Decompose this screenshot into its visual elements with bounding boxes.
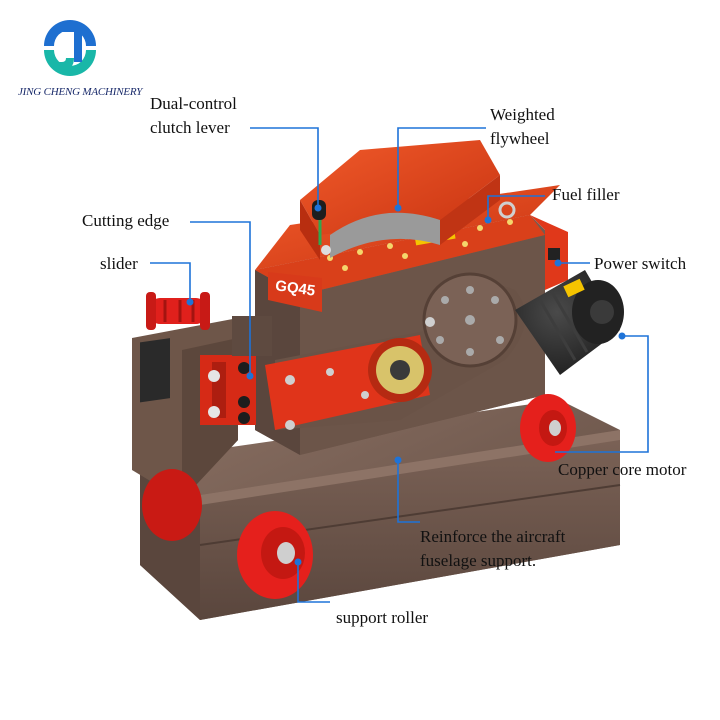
callout-fuselage-support: Reinforce the aircraft fuselage support. bbox=[420, 525, 565, 573]
jc-logo-icon bbox=[44, 20, 96, 76]
callout-flywheel-line2: flywheel bbox=[490, 129, 550, 148]
callout-clutch-lever-line2: clutch lever bbox=[150, 118, 230, 137]
cutting-edge-assembly bbox=[200, 316, 272, 425]
power-switch-box bbox=[530, 215, 568, 290]
callout-clutch-lever-line1: Dual-control bbox=[150, 94, 237, 113]
wheel-front-right bbox=[520, 394, 576, 462]
copper-core-motor bbox=[515, 270, 624, 375]
callout-fuselage-support-line2: fuselage support. bbox=[420, 551, 537, 570]
leader-lines bbox=[150, 127, 649, 603]
callout-fuel-filler: Fuel filler bbox=[552, 185, 620, 204]
wheel-back-left bbox=[142, 469, 202, 541]
callout-fuselage-support-line1: Reinforce the aircraft bbox=[420, 527, 566, 546]
model-plate: GQ45 bbox=[268, 272, 322, 312]
callout-clutch-lever: Dual-control clutch lever bbox=[150, 92, 237, 140]
callout-slider: slider bbox=[100, 254, 138, 273]
callout-flywheel-line1: Weighted bbox=[490, 105, 555, 124]
callout-motor: Copper core motor bbox=[558, 460, 687, 479]
flywheel-guard bbox=[300, 140, 500, 260]
callout-cutting-edge: Cutting edge bbox=[82, 211, 170, 230]
callout-power-switch: Power switch bbox=[594, 254, 687, 273]
brand-name: JING CHENG MACHINERY bbox=[18, 86, 143, 98]
crank-plate bbox=[265, 317, 435, 430]
wheel-front-left bbox=[237, 511, 313, 599]
slider-handle bbox=[146, 292, 210, 330]
fuel-filler-cap bbox=[498, 201, 516, 219]
callout-flywheel: Weighted flywheel bbox=[490, 103, 555, 151]
model-plate-text: GQ45 bbox=[274, 277, 316, 299]
leader-dots bbox=[186, 204, 626, 566]
callout-support-roller: support roller bbox=[336, 608, 429, 627]
